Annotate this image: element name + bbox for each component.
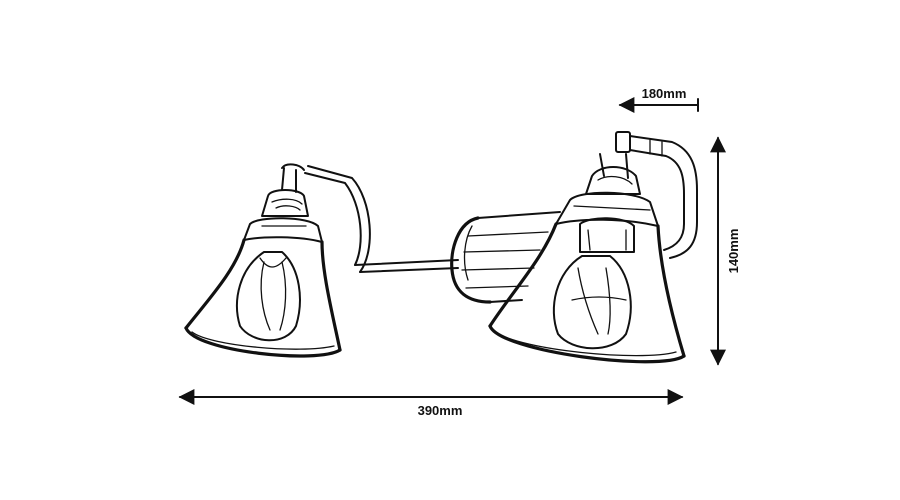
- width-label: 390mm: [418, 403, 463, 418]
- left-lamp: [184, 163, 342, 358]
- dimension-width: 390mm: [178, 389, 684, 418]
- dimension-depth: 180mm: [618, 86, 699, 113]
- height-label: 140mm: [726, 229, 741, 274]
- arm-rod: [304, 165, 459, 273]
- right-lamp: [488, 153, 686, 364]
- wall-backplate: [450, 211, 561, 304]
- depth-label: 180mm: [642, 86, 687, 101]
- dimension-height: 140mm: [710, 136, 741, 366]
- right-arm: [615, 131, 698, 259]
